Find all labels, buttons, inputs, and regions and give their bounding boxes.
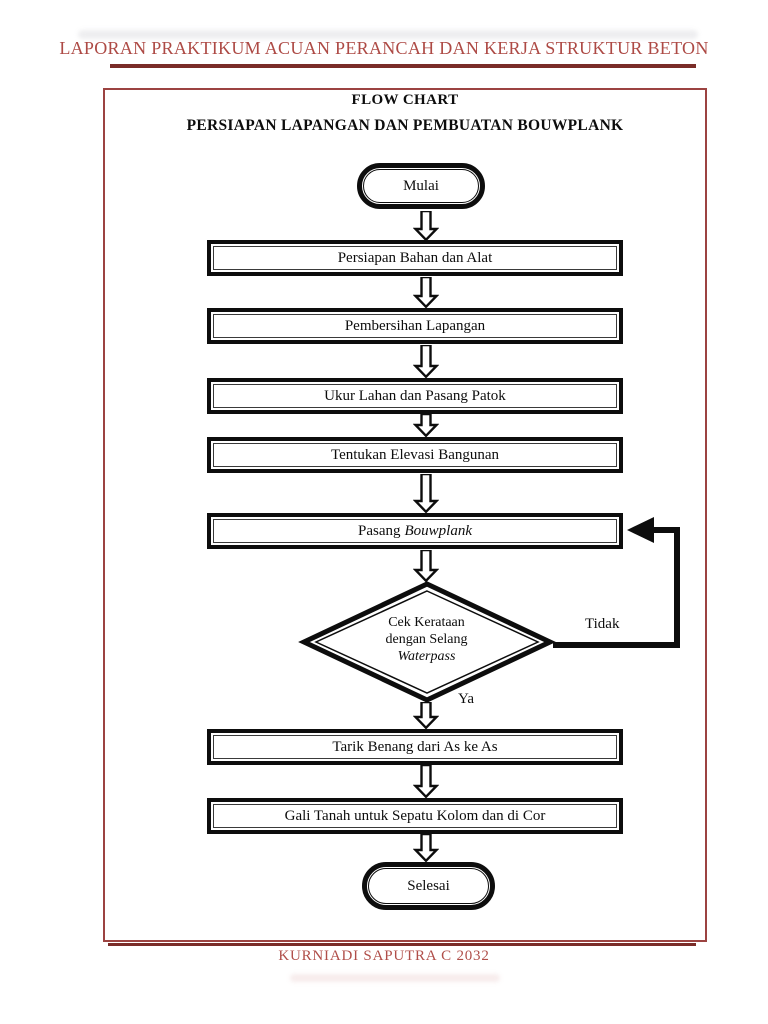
- flow-arrow-down-5: [412, 472, 440, 514]
- scan-artifact-bottom: [290, 974, 500, 982]
- flow-arrow-down-2: [412, 275, 440, 309]
- process-box-tarik-benang: Tarik Benang dari As ke As: [207, 729, 623, 765]
- terminator-start-label: Mulai: [403, 177, 439, 194]
- branch-label-tidak: Tidak: [585, 616, 620, 632]
- process-box-label-italic: Bouwplank: [404, 522, 473, 539]
- decision-line-1: Cek Kerataan: [388, 615, 465, 630]
- scan-artifact-top: [78, 30, 698, 39]
- process-box-label: Pasang: [358, 522, 401, 539]
- process-box-label: Pembersihan Lapangan: [344, 317, 486, 334]
- flowchart-subtitle: PERSIAPAN LAPANGAN DAN PEMBUATAN BOUWPLA…: [186, 117, 624, 134]
- process-box-pembersihan-lapangan: Pembersihan Lapangan: [207, 308, 623, 344]
- flow-arrow-down-7: [412, 700, 440, 730]
- arrowhead-left-icon: [627, 517, 654, 543]
- process-box-label: Gali Tanah untuk Sepatu Kolom dan di Cor: [284, 807, 546, 824]
- decision-label: Cek Kerataan dengan Selang Waterpass: [329, 614, 524, 665]
- process-box-gali-tanah: Gali Tanah untuk Sepatu Kolom dan di Cor: [207, 798, 623, 834]
- flow-arrow-down-4: [412, 412, 440, 438]
- process-box-persiapan-bahan: Persiapan Bahan dan Alat: [207, 240, 623, 276]
- flow-arrow-down-1: [412, 209, 440, 242]
- flow-arrow-down-3: [412, 343, 440, 379]
- process-box-pasang-bouwplank: Pasang Bouwplank: [207, 513, 623, 549]
- decision-diamond: [298, 581, 556, 703]
- terminator-start-mulai: Mulai: [357, 163, 485, 209]
- decision-line-3: Waterpass: [397, 649, 456, 664]
- flow-arrow-down-8: [412, 763, 440, 799]
- process-box-ukur-lahan: Ukur Lahan dan Pasang Patok: [207, 378, 623, 414]
- flow-arrow-down-6: [412, 548, 440, 583]
- footer-rule: [108, 943, 696, 946]
- terminator-end-label: Selesai: [407, 877, 450, 894]
- no-branch-connector: [553, 517, 680, 648]
- flow-arrow-down-9: [412, 832, 440, 863]
- branch-label-ya: Ya: [458, 691, 474, 707]
- process-box-label: Tentukan Elevasi Bangunan: [330, 446, 500, 463]
- decision-line-2: dengan Selang: [385, 632, 468, 647]
- process-box-label: Tarik Benang dari As ke As: [332, 738, 498, 755]
- process-box-label: Ukur Lahan dan Pasang Patok: [324, 387, 506, 404]
- process-box-tentukan-elevasi: Tentukan Elevasi Bangunan: [207, 437, 623, 473]
- process-box-label: Persiapan Bahan dan Alat: [337, 249, 493, 266]
- footer-text: KURNIADI SAPUTRA C 2032: [278, 948, 490, 964]
- header-rule: [110, 64, 696, 68]
- flowchart-frame: FLOW CHART PERSIAPAN LAPANGAN DAN PEMBUA…: [103, 88, 707, 942]
- header-title: LAPORAN PRAKTIKUM ACUAN PERANCAH DAN KER…: [59, 38, 709, 58]
- flowchart-title: FLOW CHART: [351, 92, 459, 108]
- terminator-end-selesai: Selesai: [362, 862, 495, 910]
